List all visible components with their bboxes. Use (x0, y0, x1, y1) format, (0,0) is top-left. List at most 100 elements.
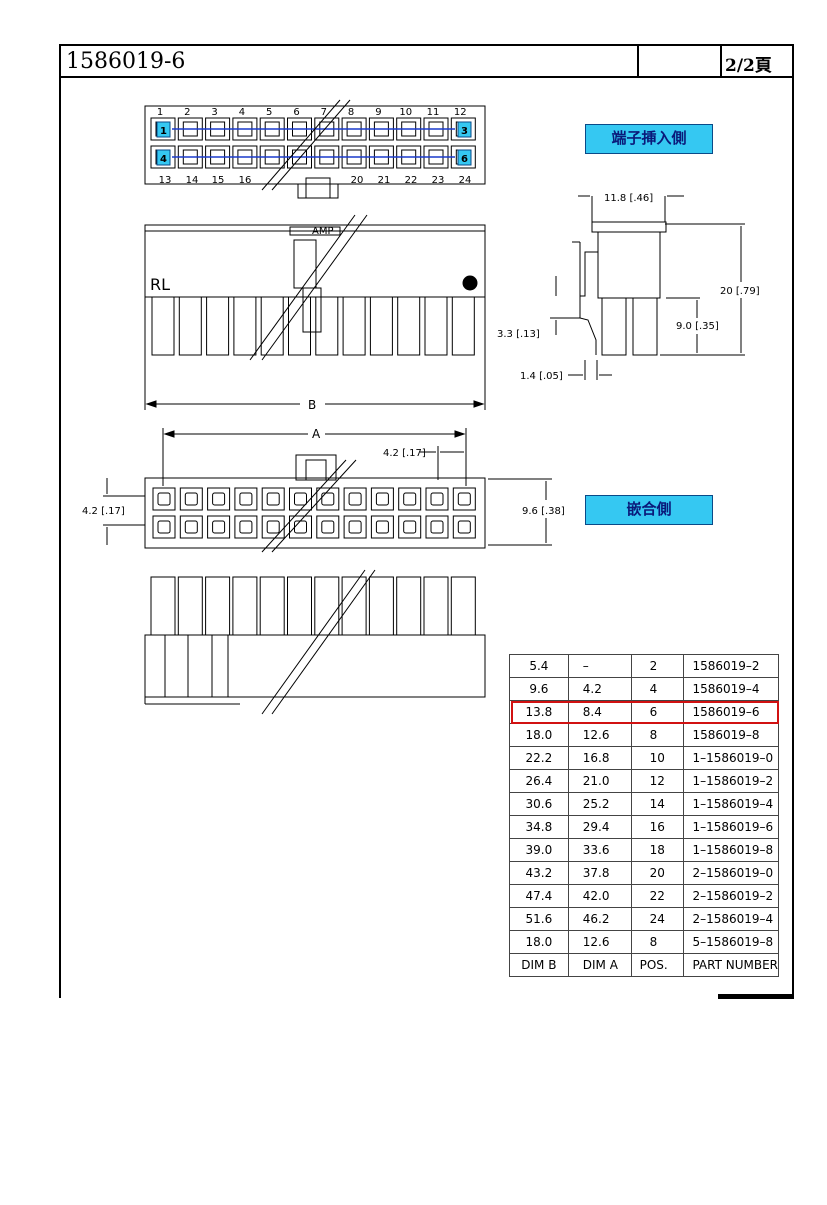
terminal (177, 576, 203, 636)
terminal (151, 296, 175, 356)
bottom-rule (718, 994, 794, 999)
mating-cavity (207, 487, 231, 511)
insert-side-label: 端子挿入側 (585, 124, 713, 154)
table-cell: 10 (630, 746, 685, 770)
table-cell: 1–1586019–8 (683, 838, 779, 862)
table-cell: 22 (630, 884, 685, 908)
table-cell: 42.0 (567, 884, 632, 908)
terminal (396, 576, 422, 636)
mating-cavity (398, 515, 422, 539)
ul-mark: RL (150, 275, 170, 294)
mating-cavity-inner (321, 492, 335, 506)
terminal (424, 296, 448, 356)
pin-number: 10 (399, 107, 412, 118)
table-cell: 5–1586019–8 (683, 930, 779, 954)
mating-cavity-inner (457, 520, 471, 534)
amp-label: AMP (312, 226, 334, 237)
table-cell: 33.6 (567, 838, 632, 862)
mating-side-label: 嵌合側 (585, 495, 713, 525)
table-cell: 1–1586019–6 (683, 815, 779, 839)
pin-number: 21 (378, 175, 391, 186)
latch-inner (305, 177, 331, 199)
table-cell: 2–1586019–4 (683, 907, 779, 931)
cavity-marker (457, 121, 472, 138)
dim-height-label: 20 [.79] (720, 286, 760, 297)
pin-number: 9 (375, 107, 381, 118)
terminal (287, 576, 312, 636)
dim-14-label: 1.4 [.05] (520, 371, 563, 382)
title-block: 1586019-6 2/2頁 (59, 44, 794, 78)
table-header-cell: PART NUMBER (683, 953, 779, 977)
table-cell: 12.6 (567, 723, 632, 747)
table-cell: 51.6 (509, 907, 569, 931)
front-view: AMP RL B (144, 214, 486, 412)
table-cell: 1–1586019–4 (683, 792, 779, 816)
pin-number: 6 (293, 107, 299, 118)
mating-cavity-inner (184, 492, 198, 506)
mating-cavity-inner (375, 520, 389, 534)
mating-cavity-inner (294, 492, 307, 506)
mating-cavity-inner (212, 520, 226, 534)
table-cell: 1586019–2 (683, 654, 779, 678)
table-cell: 26.4 (509, 769, 569, 793)
terminal (288, 296, 311, 356)
terminal (341, 576, 367, 636)
pin-number: 23 (432, 175, 445, 186)
terminal (205, 576, 231, 636)
table-cell: 18 (630, 838, 685, 862)
table-cell: 8 (630, 723, 685, 747)
table-cell: 2 (630, 654, 685, 678)
table-cell: 21.0 (567, 769, 632, 793)
mating-cavity (316, 515, 340, 539)
mating-cavity (234, 515, 258, 539)
latch (297, 183, 339, 199)
mating-cavity (234, 487, 258, 511)
cavity-marker-text: 4 (160, 154, 167, 165)
mating-cavity (289, 515, 312, 539)
mating-cavity-inner (294, 520, 307, 534)
mating-cavity (398, 487, 422, 511)
mating-cavity (370, 515, 394, 539)
mating-cavity-inner (430, 492, 444, 506)
table-cell: 47.4 (509, 884, 569, 908)
dim-width-label: 11.8 [.46] (604, 193, 653, 204)
table-cell: 39.0 (509, 838, 569, 862)
pin-number: 2 (184, 107, 190, 118)
mating-cavity-inner (457, 492, 471, 506)
header-divider (720, 46, 722, 76)
mating-view: A 4.2 [.17] 4.2 [.17] 9.6 [.38] (82, 427, 565, 553)
table-cell: 1586019–4 (683, 677, 779, 701)
cavity-marker (156, 121, 171, 138)
table-cell: 2–1586019–0 (683, 861, 779, 885)
mating-cavity (152, 487, 176, 511)
mating-cavity-inner (184, 520, 198, 534)
mating-cavity-inner (321, 520, 335, 534)
table-cell: 37.8 (567, 861, 632, 885)
mating-cavity (261, 515, 285, 539)
mating-cavity (425, 515, 449, 539)
table-cell: 30.6 (509, 792, 569, 816)
table-cell: 1586019–8 (683, 723, 779, 747)
dim-row-pitch-label: 4.2 [.17] (82, 506, 125, 517)
table-cell: 6 (630, 700, 685, 724)
table-cell: 12 (630, 769, 685, 793)
dim-b-label: B (308, 398, 316, 412)
mating-cavity (261, 487, 285, 511)
cavity-marker-text: 6 (461, 154, 468, 165)
pin-number: 24 (459, 175, 472, 186)
terminal (342, 296, 366, 356)
table-cell: 8 (630, 930, 685, 954)
mating-cavity (343, 515, 367, 539)
table-cell: 34.8 (509, 815, 569, 839)
